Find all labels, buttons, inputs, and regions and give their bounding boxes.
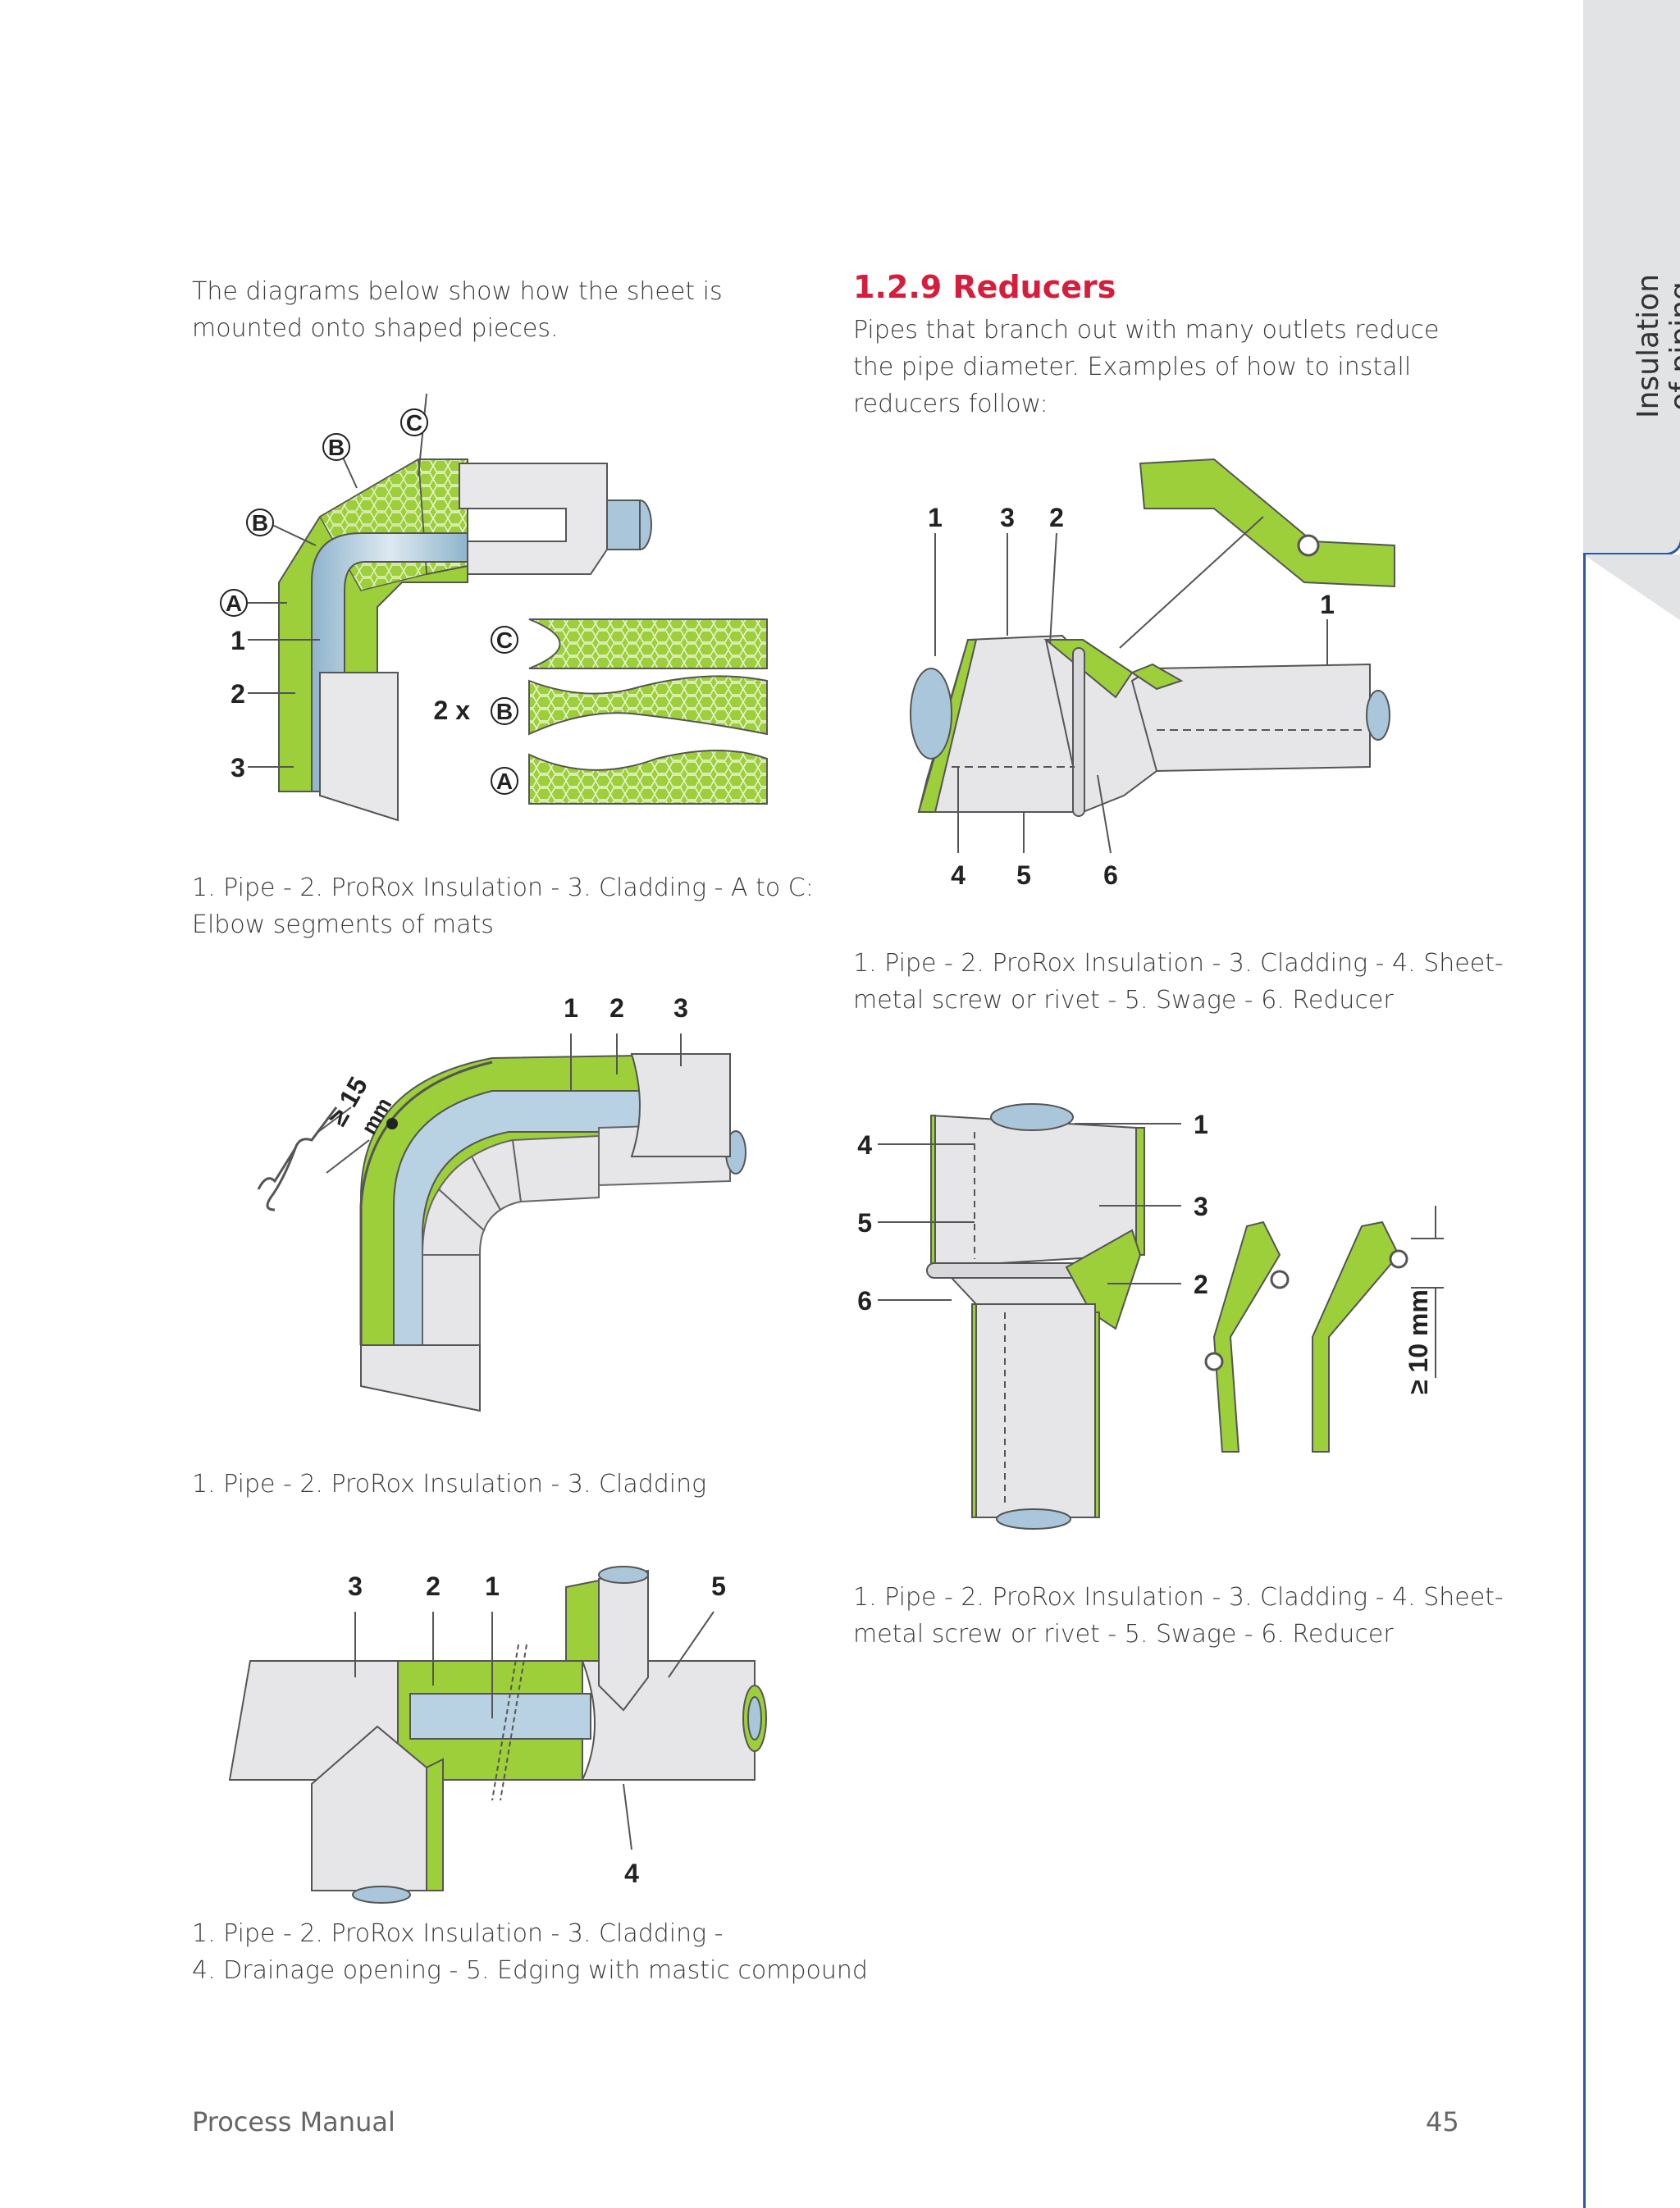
reducers-line-2: the pipe diameter. Examples of how to in… — [853, 353, 1412, 381]
fig4-label-2: 2 — [1049, 503, 1064, 532]
footer-title: Process Manual — [192, 2106, 395, 2137]
fig1-label-a-left: A — [226, 591, 242, 616]
fig3-label-1: 1 — [485, 1572, 500, 1601]
fig1-label-c-top: C — [406, 410, 422, 436]
fig4-label-1b: 1 — [1320, 590, 1335, 619]
fig4-label-4: 4 — [951, 860, 966, 890]
fig3-caption-line-2: 4. Drainage opening - 5. Edging with mas… — [192, 1956, 868, 1985]
fig5-label-5: 5 — [857, 1208, 872, 1238]
side-rule — [1583, 554, 1586, 2208]
intro-line-2: mounted onto shaped pieces. — [192, 314, 559, 343]
fig3-caption-line-1: 1. Pipe - 2. ProRox Insulation - 3. Clad… — [192, 1919, 724, 1948]
fig3-label-3: 3 — [348, 1572, 363, 1601]
fig4-caption-line-2: metal screw or rivet - 5. Swage - 6. Red… — [853, 986, 1394, 1015]
fig4-label-5: 5 — [1016, 860, 1031, 890]
fig2-label-3: 3 — [673, 993, 688, 1023]
fig2-label-2: 2 — [609, 993, 624, 1023]
intro-line-1: The diagrams below show how the sheet is — [192, 277, 723, 306]
fig5-caption-line-2: metal screw or rivet - 5. Swage - 6. Red… — [853, 1620, 1394, 1649]
fig3-label-5: 5 — [711, 1572, 726, 1601]
figure-elbow-mats: C B B A 1 2 3 C 2 x B A — [220, 393, 768, 822]
fig1-label-b-top: B — [328, 435, 345, 460]
fig5-label-6: 6 — [857, 1286, 872, 1316]
reducers-line-3: reducers follow: — [853, 390, 1048, 418]
fig1-label-1: 1 — [231, 626, 245, 655]
figure-t-branch: 3 2 1 5 4 — [228, 1566, 767, 1904]
fig1-label-2x: 2 x — [434, 696, 471, 725]
fig5-caption-line-1: 1. Pipe - 2. ProRox Insulation - 3. Clad… — [853, 1583, 1504, 1612]
reducers-heading: 1.2.9 Reducers — [853, 269, 1116, 305]
fig1-label-a-mat: A — [496, 769, 513, 794]
fig1-label-b-left: B — [252, 510, 268, 536]
fig5-label-3: 3 — [1194, 1192, 1208, 1221]
side-tab-label: Insulation of piping — [1632, 273, 1680, 418]
side-tab — [1583, 0, 1680, 555]
fig4-caption-line-1: 1. Pipe - 2. ProRox Insulation - 3. Clad… — [853, 949, 1504, 978]
fig5-label-4: 4 — [857, 1130, 872, 1160]
fig3-label-4: 4 — [624, 1859, 639, 1888]
fig1-label-b-mat: B — [496, 699, 513, 724]
side-tab-shadow — [1583, 554, 1680, 620]
fig5-dim: ≥ 10 mm — [1404, 1289, 1433, 1394]
fig1-caption-line-2: Elbow segments of mats — [192, 910, 494, 939]
fig4-label-1: 1 — [928, 503, 943, 532]
fig1-caption-line-1: 1. Pipe - 2. ProRox Insulation - 3. Clad… — [192, 874, 814, 902]
fig5-label-1: 1 — [1194, 1110, 1208, 1139]
figure-vertical-reducer: ≥ 10 mm 1 3 2 4 5 6 — [857, 1103, 1444, 1530]
page-number: 45 — [1426, 2106, 1459, 2137]
fig3-label-2: 2 — [426, 1572, 441, 1601]
figure-horizontal-reducer: 1 3 2 1 4 5 6 — [910, 458, 1395, 890]
fig4-label-3: 3 — [1000, 503, 1015, 532]
figure-segmented-elbow: ≥ 15 mm 1 2 3 — [257, 993, 746, 1412]
fig4-label-6: 6 — [1103, 860, 1118, 890]
fig2-label-1: 1 — [564, 993, 578, 1023]
fig1-label-2: 2 — [231, 679, 245, 709]
fig2-caption: 1. Pipe - 2. ProRox Insulation - 3. Clad… — [192, 1470, 707, 1499]
fig1-label-c-mat: C — [496, 627, 513, 653]
reducers-line-1: Pipes that branch out with many outlets … — [853, 316, 1440, 344]
fig5-label-2: 2 — [1194, 1270, 1208, 1299]
fig1-label-3: 3 — [231, 753, 245, 782]
